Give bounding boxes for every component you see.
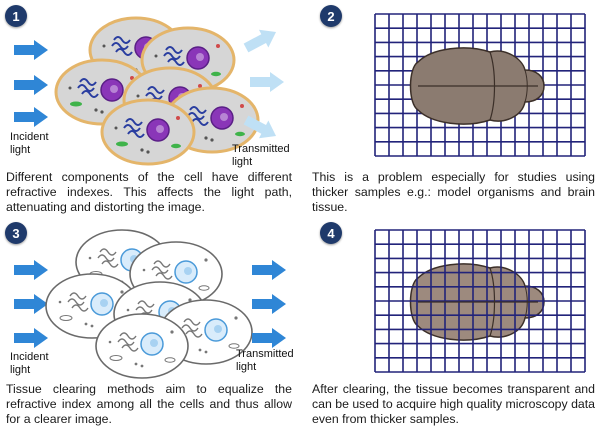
transmitted-light-arrows <box>252 260 286 348</box>
cleared-cell-cluster <box>45 229 253 379</box>
incident-light-label: Incident light <box>10 351 49 376</box>
incident-label-line1: Incident <box>10 351 49 363</box>
panel-1: 1 Incident light Transmitted light Diffe… <box>0 0 300 216</box>
incident-light-arrows <box>14 40 48 127</box>
imaging-grid <box>374 229 586 373</box>
grid-with-opaque-brain <box>374 13 586 157</box>
step-badge: 1 <box>5 5 27 27</box>
brain-cleared-outline <box>418 267 538 337</box>
incident-light-label: Incident light <box>10 131 49 156</box>
transmitted-label-line1: Transmitted <box>236 348 294 360</box>
incident-label-line2: light <box>10 363 31 376</box>
transmitted-light-label: Transmitted light <box>232 143 290 168</box>
caption-4: After clearing, the tissue becomes trans… <box>312 382 595 426</box>
incident-label-line2: light <box>10 143 31 156</box>
panel-2: 2 This is a problem especially for studi… <box>300 0 600 216</box>
caption-2: This is a problem especially for studies… <box>312 170 595 214</box>
step-badge: 3 <box>5 222 27 244</box>
step-badge: 2 <box>320 5 342 27</box>
transmitted-light-label: Transmitted light <box>236 348 294 373</box>
caption-1: Different components of the cell have di… <box>6 170 292 214</box>
brain-opaque <box>409 47 545 125</box>
panel-3: 3 Incident light Transmitted light Tissu… <box>0 216 300 433</box>
transmitted-label-line2: light <box>232 155 253 168</box>
step-badge: 4 <box>320 222 342 244</box>
panel-4: 4 After clearing, the tissue becomes tra… <box>300 216 600 433</box>
cell-cluster <box>54 16 260 166</box>
transmitted-label-line1: Transmitted <box>232 143 290 155</box>
incident-label-line1: Incident <box>10 131 49 143</box>
grid-with-cleared-brain <box>374 229 586 373</box>
transmitted-light-arrows <box>241 23 284 145</box>
caption-3: Tissue clearing methods aim to equalize … <box>6 382 292 426</box>
incident-light-arrows <box>14 260 48 348</box>
transmitted-label-line2: light <box>236 360 257 373</box>
